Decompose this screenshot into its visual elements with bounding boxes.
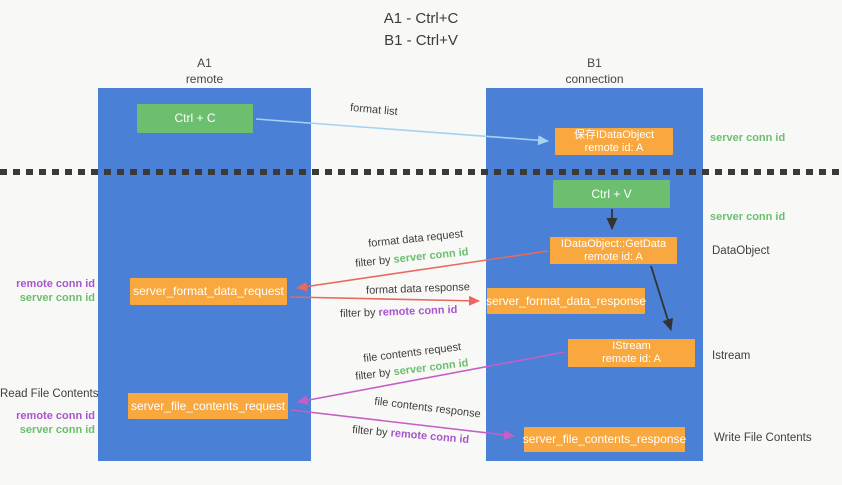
edge-label-format-data-request: format data request [367,228,464,250]
filter-by-text: filter by [354,253,395,270]
title-line-b1: B1 - Ctrl+V [384,31,458,49]
edge-label-format-data-response: format data response [365,281,471,297]
node-ctrl-c-label: Ctrl + C [174,111,216,126]
lane-b1-subtitle: connection [565,71,624,86]
node-istream-line2: remote id: A [602,353,661,365]
right-label-istream: Istream [712,350,751,362]
right-label-dataobject: DataObject [712,245,770,257]
edge-label-file-contents-response: file contents response [373,395,482,421]
filter-by-text: filter by [339,306,379,321]
node-istream: IStream remote id: A [568,339,695,367]
remote-conn-id-key: remote conn id [378,303,458,319]
left-label-remote-conn-id-1: remote conn id [16,278,95,290]
node-istream-line1: IStream [612,340,651,353]
server-conn-id-key: server conn id [392,246,470,266]
lane-a1-name: A1 [197,56,212,70]
edge-label-filter-by-server-1: filter by server conn id [355,246,469,270]
left-label-server-conn-id-2: server conn id [19,424,95,436]
left-label-remote-conn-id-2: remote conn id [16,410,95,422]
lane-header-a1: A1 remote [98,56,311,87]
edge-label-format-list: format list [349,101,399,119]
node-file-request-label: server_file_contents_request [130,398,286,413]
node-file-response-label: server_file_contents_response [522,432,687,447]
node-idataobject-getdata: IDataObject::GetData remote id: A [550,237,677,264]
node-save-idataobject: 保存IDataObject remote id: A [555,128,673,155]
diagram-title: A1 - Ctrl+C B1 - Ctrl+V [0,8,842,52]
node-save-idataobject-line2: remote id: A [584,141,644,154]
node-server-format-data-request: server_format_data_request [130,278,287,305]
node-server-format-data-response: server_format_data_response [485,288,647,314]
node-ctrl-c: Ctrl + C [137,104,253,133]
node-ctrl-v: Ctrl + V [553,180,670,208]
node-server-file-contents-request: server_file_contents_request [128,393,288,419]
left-label-read-file-contents: Read File Contents [0,388,99,400]
node-format-request-label: server_format_data_request [133,284,284,299]
lane-header-b1: B1 connection [486,56,703,87]
server-conn-id-key: server conn id [392,357,470,379]
filter-by-text: filter by [351,423,392,440]
filter-by-text: filter by [354,366,395,383]
node-ctrl-v-label: Ctrl + V [591,186,632,201]
node-getdata-line1: IDataObject::GetData [560,237,667,250]
remote-conn-id-key: remote conn id [390,427,470,447]
node-save-idataobject-line1: 保存IDataObject [573,128,655,141]
node-getdata-line2: remote id: A [584,250,643,263]
right-label-server-conn-id-2: server conn id [710,211,786,223]
lane-b1-name: B1 [587,56,602,70]
edge-label-filter-by-remote-2: filter by remote conn id [352,424,470,446]
edge-label-filter-by-remote-1: filter by remote conn id [340,304,458,320]
node-format-response-label: server_format_data_response [485,293,647,308]
title-line-a1: A1 - Ctrl+C [383,10,459,27]
arrow-format-data-response [289,295,480,306]
right-label-server-conn-id-1: server conn id [710,132,786,144]
right-label-write-file-contents: Write File Contents [714,432,812,444]
node-server-file-contents-response: server_file_contents_response [522,427,687,452]
session-divider-line [0,169,842,175]
left-label-server-conn-id-1: server conn id [19,292,95,304]
lane-a1-subtitle: remote [185,71,224,86]
